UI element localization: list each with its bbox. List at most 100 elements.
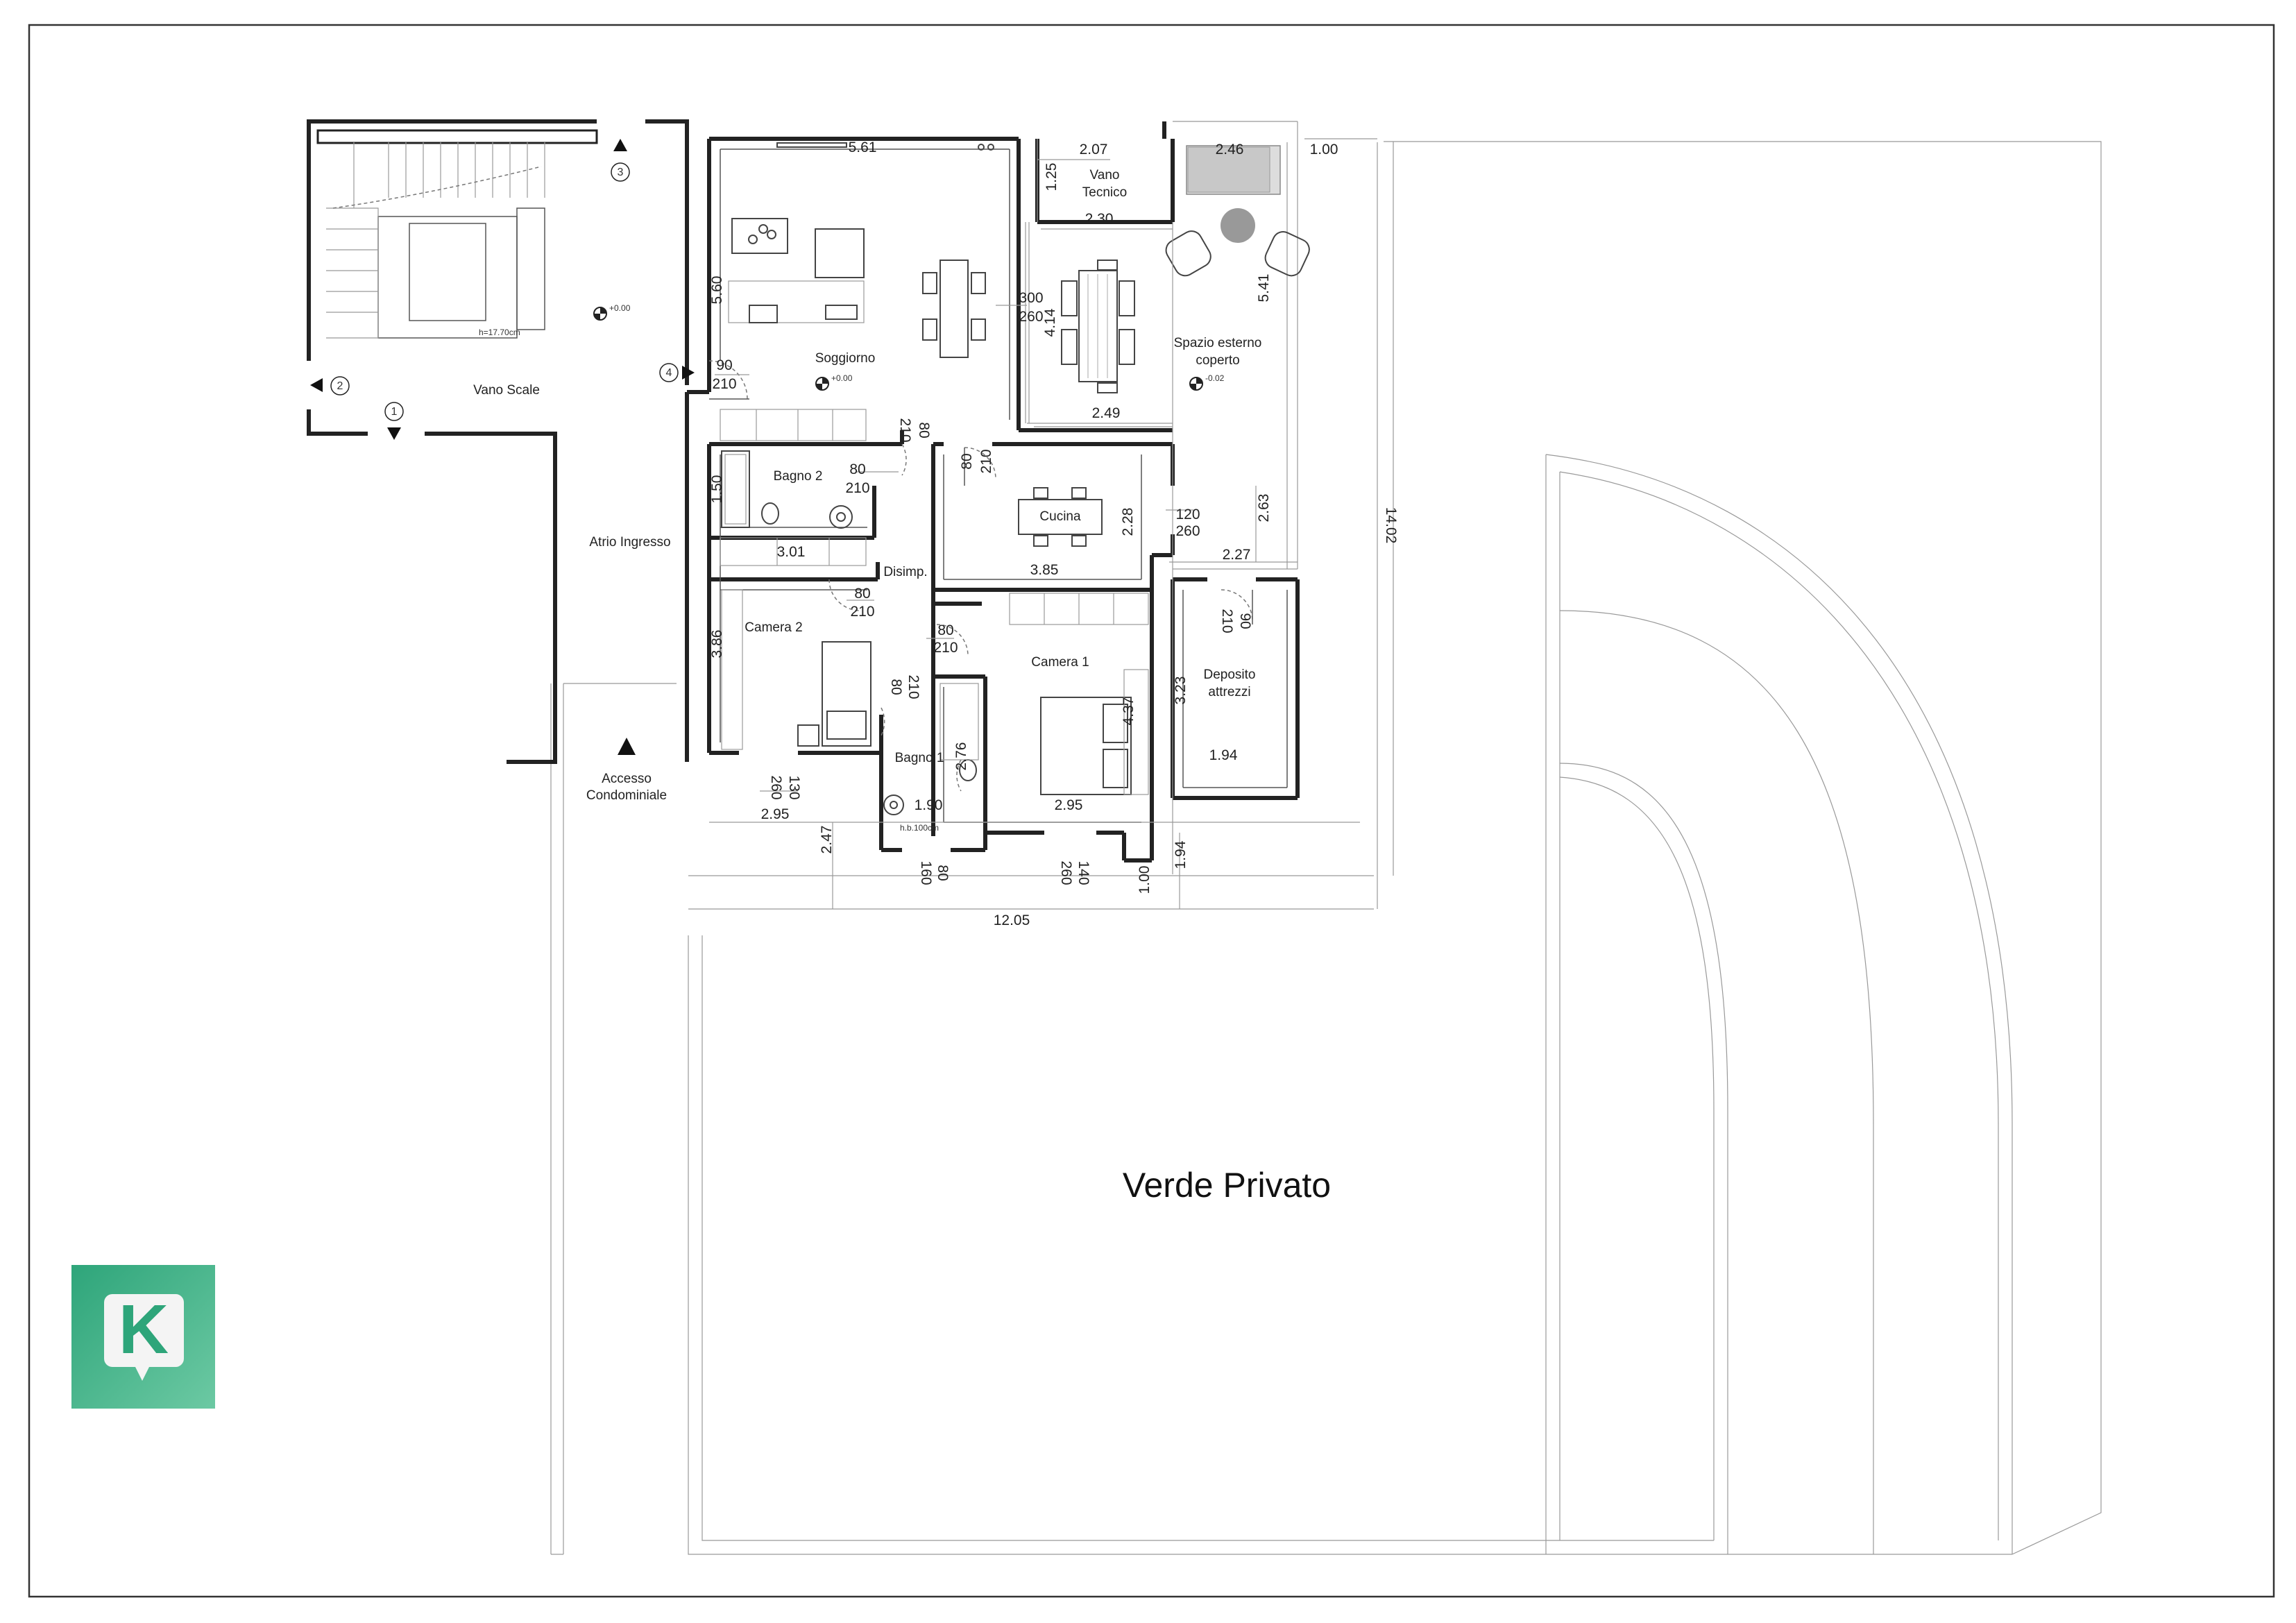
stair-height-note: h=17.70cm <box>479 328 520 337</box>
svg-text:300: 300 <box>1019 290 1043 306</box>
section-marker-4: 4 <box>659 363 695 382</box>
svg-text:2.63: 2.63 <box>1256 494 1272 522</box>
svg-text:80: 80 <box>849 461 865 477</box>
svg-text:210: 210 <box>712 376 736 392</box>
svg-text:210: 210 <box>933 640 958 656</box>
svg-text:3.85: 3.85 <box>1030 562 1059 578</box>
svg-text:140: 140 <box>1075 860 1091 885</box>
svg-text:+0.00: +0.00 <box>609 303 631 313</box>
apartment-walls <box>685 121 1300 863</box>
inner-wall-faces <box>720 148 1288 823</box>
stair-core: h=17.70cm <box>307 119 689 764</box>
svg-text:3.86: 3.86 <box>709 630 725 658</box>
section-marker-2: 2 <box>310 376 350 396</box>
brand-logo: K <box>71 1265 215 1409</box>
level-marker-soggiorno: +0.00 <box>815 373 853 391</box>
accesso-label-1: Accesso <box>602 772 652 786</box>
svg-text:1.00: 1.00 <box>1137 866 1153 894</box>
svg-text:80: 80 <box>959 453 975 469</box>
svg-text:120: 120 <box>1175 507 1200 522</box>
sheet-border <box>28 24 2275 1598</box>
svg-text:2.30: 2.30 <box>1085 211 1114 227</box>
camera1-label: Camera 1 <box>1031 655 1089 670</box>
furniture <box>720 142 1310 815</box>
section-marker-1: 1 <box>384 402 404 440</box>
svg-text:1.50: 1.50 <box>709 475 725 504</box>
svg-text:80: 80 <box>888 679 904 695</box>
room-labels: Soggiorno +0.00 Bagno 2 Disimp. Camera 2… <box>745 168 1261 833</box>
covered-terrace <box>1025 121 1298 570</box>
svg-text:-0.02: -0.02 <box>1205 373 1225 383</box>
svg-text:2.95: 2.95 <box>761 806 790 822</box>
svg-text:14.02: 14.02 <box>1383 507 1399 544</box>
sill-note: h.b.100cm <box>900 823 939 833</box>
svg-text:260: 260 <box>1175 523 1200 539</box>
bagno2-label: Bagno 2 <box>774 469 823 484</box>
svg-text:4: 4 <box>666 367 672 379</box>
svg-text:2.76: 2.76 <box>953 742 969 771</box>
svg-text:1: 1 <box>391 406 398 418</box>
garden-outline <box>550 141 2102 1555</box>
svg-text:2.47: 2.47 <box>819 826 835 854</box>
svg-text:4.37: 4.37 <box>1121 697 1137 726</box>
svg-text:80: 80 <box>854 586 870 602</box>
svg-text:210: 210 <box>845 480 869 496</box>
svg-text:1.94: 1.94 <box>1209 747 1238 763</box>
vano-tecnico-label-2: Tecnico <box>1082 185 1127 200</box>
svg-text:3.23: 3.23 <box>1173 677 1189 705</box>
svg-text:1.25: 1.25 <box>1044 163 1060 192</box>
spazio-esterno-label-1: Spazio esterno <box>1174 336 1262 350</box>
vano-scale-label: Vano Scale <box>473 383 540 398</box>
spazio-esterno-label-2: coperto <box>1196 353 1239 368</box>
svg-text:80: 80 <box>916 422 932 438</box>
svg-text:210: 210 <box>905 674 921 699</box>
svg-text:4.14: 4.14 <box>1042 308 1058 337</box>
svg-text:1.94: 1.94 <box>1173 840 1189 869</box>
svg-text:5.60: 5.60 <box>709 276 725 305</box>
camera2-label: Camera 2 <box>745 620 802 635</box>
svg-text:3.01: 3.01 <box>777 544 806 560</box>
svg-text:90: 90 <box>716 357 732 373</box>
svg-text:5.61: 5.61 <box>849 139 877 155</box>
svg-text:80: 80 <box>937 622 953 638</box>
svg-text:260: 260 <box>1058 860 1074 885</box>
svg-text:5.41: 5.41 <box>1256 274 1272 303</box>
svg-text:3: 3 <box>618 167 624 178</box>
svg-text:1.00: 1.00 <box>1310 142 1338 158</box>
svg-text:2.95: 2.95 <box>1055 797 1083 813</box>
svg-text:2.49: 2.49 <box>1092 405 1121 421</box>
section-marker-3: 3 <box>611 139 630 182</box>
dimension-lines <box>688 138 1378 910</box>
logo-letter: K <box>119 1291 169 1368</box>
svg-text:2.07: 2.07 <box>1080 142 1108 158</box>
atrio-ingresso-label: Atrio Ingresso <box>589 535 670 550</box>
svg-text:12.05: 12.05 <box>994 912 1030 928</box>
svg-text:160: 160 <box>918 860 934 885</box>
svg-text:2.46: 2.46 <box>1216 142 1244 158</box>
bagno1-label: Bagno 1 <box>895 751 944 765</box>
accesso-label-2: Condominiale <box>586 788 667 803</box>
cucina-label: Cucina <box>1039 509 1081 524</box>
svg-text:210: 210 <box>850 604 874 620</box>
level-marker-stair: +0.00 <box>593 303 631 321</box>
svg-text:210: 210 <box>978 449 994 473</box>
stair-treads <box>326 142 545 313</box>
svg-text:210: 210 <box>1219 609 1235 633</box>
svg-text:90: 90 <box>1237 613 1253 629</box>
dimension-texts: 5.61 5.60 2.07 1.25 2.46 1.00 2.30 5.41 … <box>709 139 1399 928</box>
deposito-label-1: Deposito <box>1204 668 1256 682</box>
disimp-label: Disimp. <box>883 565 927 579</box>
level-marker-esterno: -0.02 <box>1189 373 1225 391</box>
svg-text:210: 210 <box>897 418 913 442</box>
soggiorno-label: Soggiorno <box>815 351 876 366</box>
svg-text:2.27: 2.27 <box>1223 547 1251 563</box>
svg-text:130: 130 <box>786 775 802 799</box>
access-arrow <box>618 738 636 755</box>
svg-text:1.90: 1.90 <box>915 797 943 813</box>
svg-text:2: 2 <box>337 380 343 392</box>
svg-text:+0.00: +0.00 <box>831 373 853 383</box>
vano-tecnico-label-1: Vano <box>1090 168 1120 182</box>
svg-text:2.28: 2.28 <box>1120 508 1136 536</box>
door-swings <box>708 360 1253 792</box>
svg-text:260: 260 <box>768 775 784 799</box>
